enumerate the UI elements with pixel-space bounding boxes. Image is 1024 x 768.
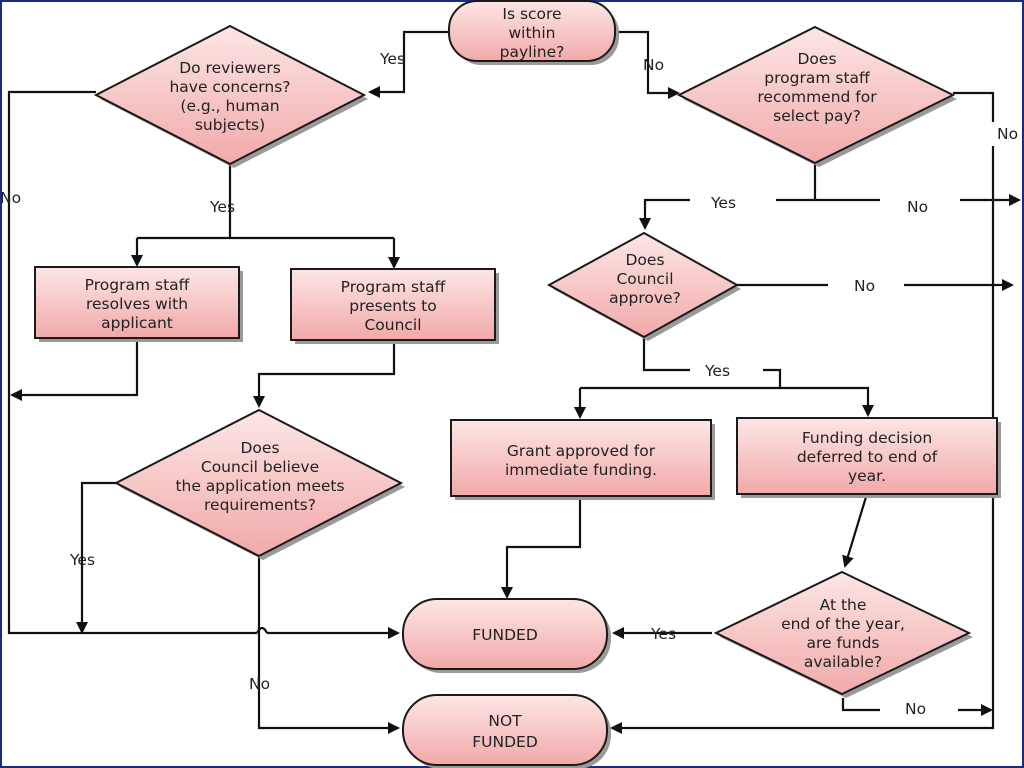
node-line: Is score [502,5,561,23]
edge-resolves-return [10,338,139,401]
edge-left-hop [256,626,268,634]
label-funds-no: No [905,700,926,718]
label-select-pay-yes: Yes [710,194,736,212]
node-line: Council [364,316,421,334]
node-line: presents to [349,297,436,315]
label-reviewers-yes: Yes [209,198,235,216]
edge-reviewers-no [7,90,257,635]
label-reviewers-no: No [0,189,21,207]
node-line: Does [240,439,279,457]
node-line: end of the year, [781,615,905,633]
node-line: recommend for [757,88,877,106]
node-line: the application meets [175,477,344,495]
node-line: are funds [806,634,879,652]
node-line: within [508,24,555,42]
edge-payline-yes [368,30,450,98]
node-line: Council [616,270,673,288]
node-line: Grant approved for [507,442,656,460]
node-line: Do reviewers [179,59,281,77]
label-approve-no: No [854,277,875,295]
node-line: (e.g., human [180,97,279,115]
node-line: approve? [609,289,681,307]
node-text-funded: FUNDED [472,626,538,644]
node-line: FUNDED [472,733,538,751]
node-not-funded: NOT FUNDED [402,694,611,768]
node-line: applicant [101,314,173,332]
node-line: Does [625,251,664,269]
label-believe-yes: Yes [69,551,95,569]
node-line: requirements? [204,496,316,514]
node-text-not-funded: NOT FUNDED [472,712,538,751]
node-line: Funding decision [802,429,932,447]
edge-far-right-down [610,146,995,734]
edge-approved-to-funded [501,497,582,599]
edge-select-pay-yes [639,198,690,230]
node-line: select pay? [773,107,861,125]
node-line: immediate funding. [505,461,657,479]
node-line: At the [820,596,867,614]
node-line: FUNDED [472,626,538,644]
edge-approve-yes [642,330,690,372]
label-select-pay-no: No [907,198,928,216]
edge-payline-no [616,30,680,99]
label-payline-yes: Yes [379,50,405,68]
label-believe-no: No [249,675,270,693]
label-payline-no: No [643,56,664,74]
node-line: payline? [500,43,565,61]
label-far-right-no: No [997,125,1018,143]
edge-believe-no [257,555,400,734]
node-line: subjects) [195,116,265,134]
edge-approve-yes-split [580,368,782,390]
edge-far-right-no [953,91,995,122]
node-line: Council believe [201,458,319,476]
edge-to-deferred [780,386,874,417]
node-line: NOT [488,712,522,730]
label-funds-yes: Yes [650,625,676,643]
edge-funds-no [841,698,880,712]
node-line: Program staff [85,276,190,294]
edge-deferred-to-funds [842,496,868,568]
connectors [7,30,1021,734]
node-line: program staff [764,69,870,87]
node-line: year. [848,467,886,485]
node-line: Program staff [341,278,446,296]
node-line: deferred to end of [797,448,938,466]
edge-presents-to-believe [253,340,396,408]
node-funded: FUNDED [402,598,611,673]
node-line: resolves with [86,295,188,313]
edge-believe-yes [76,481,116,634]
label-approve-yes: Yes [704,362,730,380]
node-line: available? [804,653,882,671]
node-line: have concerns? [169,78,290,96]
edge-labels: Yes No No Yes Yes No No No Yes Yes No Ye… [0,50,1018,718]
node-line: Does [797,50,836,68]
